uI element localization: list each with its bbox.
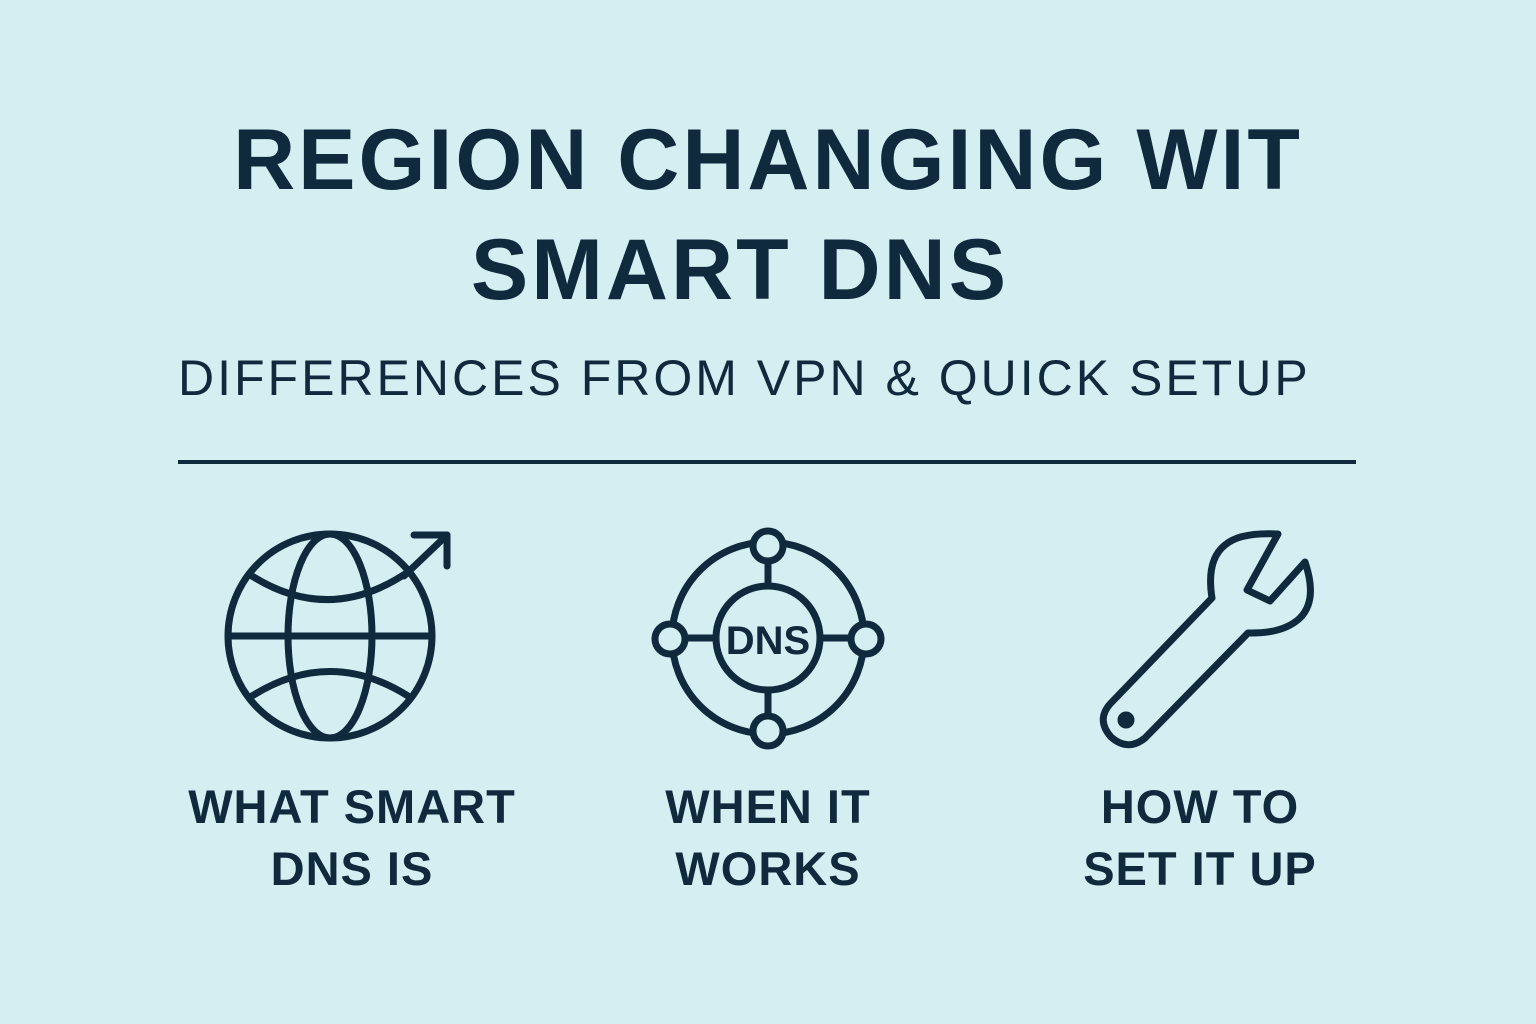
label-line-2: WORKS xyxy=(675,842,861,895)
subtitle: DIFFERENCES FROM VPN & QUICK SETUP xyxy=(178,350,1311,406)
label-line-2: DNS IS xyxy=(270,842,434,895)
dns-label: DNS xyxy=(726,619,810,663)
dns-network-icon: DNS xyxy=(651,527,885,750)
wrench-icon xyxy=(1099,530,1314,749)
divider xyxy=(178,460,1356,464)
globe-arrow-icon xyxy=(224,530,451,742)
section-when-it-works: WHEN IT WORKS xyxy=(568,776,968,900)
title-line-1: REGION CHANGING WIT xyxy=(233,112,1303,208)
section-how-to-set-it-up: HOW TO SET IT UP xyxy=(1000,776,1400,900)
title-line-2: SMART DNS xyxy=(470,222,1010,318)
label-line-1: HOW TO xyxy=(1100,780,1300,833)
label-line-2: SET IT UP xyxy=(1083,842,1317,895)
label-line-1: WHAT SMART xyxy=(188,780,516,833)
label-line-1: WHEN IT xyxy=(665,780,871,833)
section-what-smart-dns-is: WHAT SMART DNS IS xyxy=(152,776,552,900)
